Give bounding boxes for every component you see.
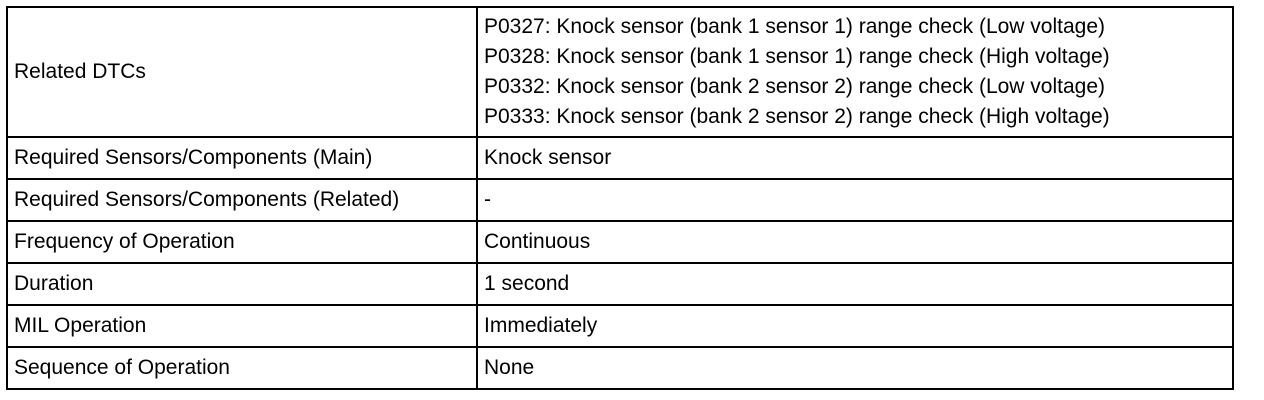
sensors-related-label: Required Sensors/Components (Related) bbox=[6, 178, 478, 222]
table-row-duration: Duration 1 second bbox=[6, 262, 1234, 306]
frequency-label: Frequency of Operation bbox=[6, 220, 478, 264]
sequence-label: Sequence of Operation bbox=[6, 346, 478, 390]
dtc-spec-table: Related DTCs P0327: Knock sensor (bank 1… bbox=[6, 6, 1234, 390]
sensors-main-value: Knock sensor bbox=[476, 136, 1234, 180]
table-row-sensors-related: Required Sensors/Components (Related) - bbox=[6, 178, 1234, 222]
table-row-sequence: Sequence of Operation None bbox=[6, 346, 1234, 390]
dtc-p0333: P0333: Knock sensor (bank 2 sensor 2) ra… bbox=[484, 105, 1110, 128]
table-row-mil-operation: MIL Operation Immediately bbox=[6, 304, 1234, 348]
sequence-value: None bbox=[476, 346, 1234, 390]
table-row-frequency: Frequency of Operation Continuous bbox=[6, 220, 1234, 264]
mil-operation-label: MIL Operation bbox=[6, 304, 478, 348]
duration-label: Duration bbox=[6, 262, 478, 306]
dtc-p0328: P0328: Knock sensor (bank 1 sensor 1) ra… bbox=[484, 45, 1110, 68]
related-dtcs-label: Related DTCs bbox=[6, 6, 478, 138]
table-row-related-dtcs: Related DTCs P0327: Knock sensor (bank 1… bbox=[6, 6, 1234, 138]
frequency-value: Continuous bbox=[476, 220, 1234, 264]
duration-value: 1 second bbox=[476, 262, 1234, 306]
mil-operation-value: Immediately bbox=[476, 304, 1234, 348]
table-row-sensors-main: Required Sensors/Components (Main) Knock… bbox=[6, 136, 1234, 180]
related-dtcs-value: P0327: Knock sensor (bank 1 sensor 1) ra… bbox=[476, 6, 1234, 138]
sensors-related-value: - bbox=[476, 178, 1234, 222]
dtc-p0332: P0332: Knock sensor (bank 2 sensor 2) ra… bbox=[484, 75, 1106, 98]
sensors-main-label: Required Sensors/Components (Main) bbox=[6, 136, 478, 180]
dtc-p0327: P0327: Knock sensor (bank 1 sensor 1) ra… bbox=[484, 15, 1106, 38]
